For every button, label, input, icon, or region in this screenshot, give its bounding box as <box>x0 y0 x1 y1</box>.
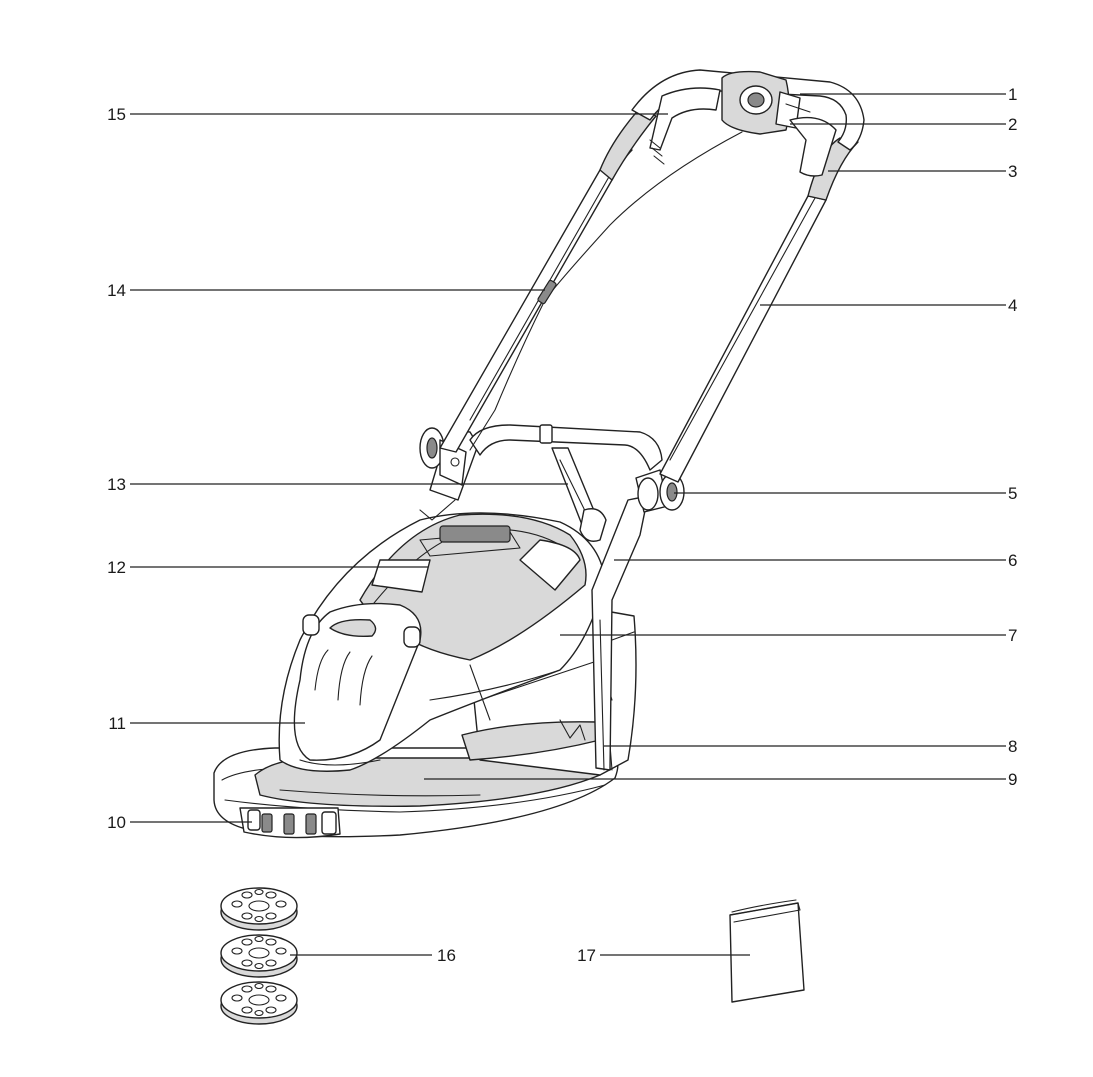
callout-5: 5 <box>1008 484 1018 503</box>
front-roller <box>239 807 341 839</box>
spacer-disc <box>220 934 298 978</box>
callout-9: 9 <box>1008 770 1018 789</box>
upper-handle <box>439 69 865 483</box>
callout-8: 8 <box>1008 737 1018 756</box>
callout-17: 17 <box>577 946 596 965</box>
right-quick-release-knob <box>635 469 685 513</box>
callout-12: 12 <box>107 558 126 577</box>
callout-1: 1 <box>1008 85 1018 104</box>
callout-14: 14 <box>107 281 126 300</box>
callout-6: 6 <box>1008 551 1018 570</box>
callout-2: 2 <box>1008 115 1018 134</box>
leader-lines <box>130 93 1006 956</box>
callout-10: 10 <box>107 813 126 832</box>
callout-11: 11 <box>108 714 126 733</box>
callout-3: 3 <box>1008 162 1018 181</box>
callout-4: 4 <box>1008 296 1018 315</box>
spacer-disc <box>220 887 298 931</box>
hover-lawnmower-icon <box>213 69 865 839</box>
callout-16: 16 <box>437 946 456 965</box>
callout-15: 15 <box>107 105 126 124</box>
spacer-disc <box>220 981 298 1025</box>
instruction-manual-icon <box>729 899 805 1003</box>
motor-cover <box>278 512 606 772</box>
height-spacer-icon <box>220 887 298 1025</box>
left-quick-release-knob <box>419 427 467 486</box>
callout-7: 7 <box>1008 626 1018 645</box>
callout-13: 13 <box>107 475 126 494</box>
